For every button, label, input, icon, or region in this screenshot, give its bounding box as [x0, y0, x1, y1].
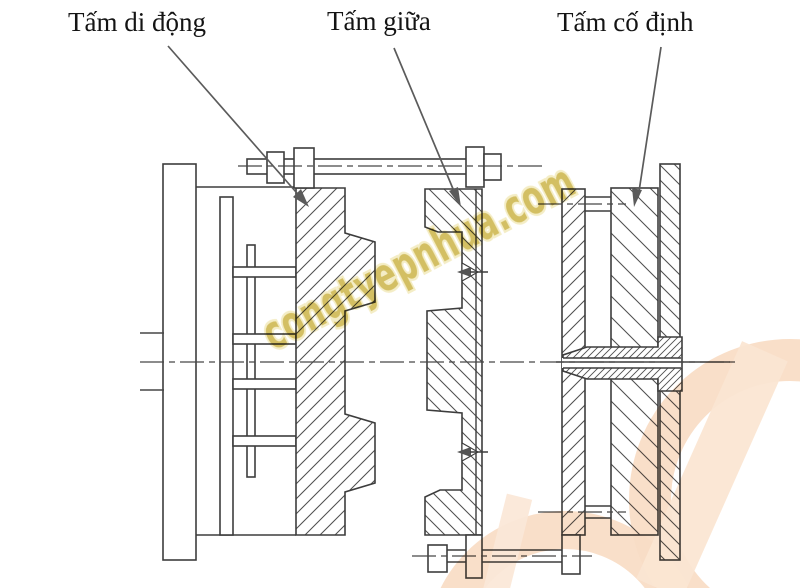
- gate-arrow-lower-icon: [457, 447, 471, 457]
- leader-arrowhead-icon: [632, 188, 642, 207]
- leader-arrowhead-icon: [449, 187, 461, 207]
- ejector-retainer-plate: [246, 244, 256, 478]
- watermark-logo-fragment: [440, 511, 690, 588]
- leader-line-middle-plate: [393, 47, 457, 197]
- sprue-bushing: [562, 336, 683, 392]
- ejector-pin: [232, 266, 297, 278]
- label-moving-plate: Tấm di động: [68, 7, 206, 37]
- leader-line-fixed-plate: [637, 46, 662, 199]
- watermark-logo-fragment: [636, 341, 788, 588]
- leader-lines: [167, 45, 662, 207]
- ejector-pin: [232, 378, 297, 390]
- sprue-bore: [562, 358, 681, 368]
- moving-plate-section: [295, 187, 376, 536]
- watermark-logo-fragment: [629, 339, 800, 588]
- gate-arrow-upper-icon: [457, 267, 471, 277]
- top-rod-bushing: [293, 147, 315, 189]
- ejector-pin: [232, 435, 297, 447]
- top-rod-nut: [465, 146, 485, 188]
- ejector-base-plate: [219, 196, 234, 536]
- label-middle-plate: Tấm giữa: [327, 6, 431, 36]
- bottom-rod-head: [427, 544, 448, 573]
- top-rod-end-cap: [483, 153, 502, 181]
- leader-arrowhead-icon: [293, 189, 309, 207]
- label-fixed-plate: Tấm cố định: [557, 7, 694, 37]
- support-rod-top: [246, 146, 502, 189]
- watermark-logo-fragment: [475, 493, 533, 588]
- leader-line-moving-plate: [167, 45, 304, 201]
